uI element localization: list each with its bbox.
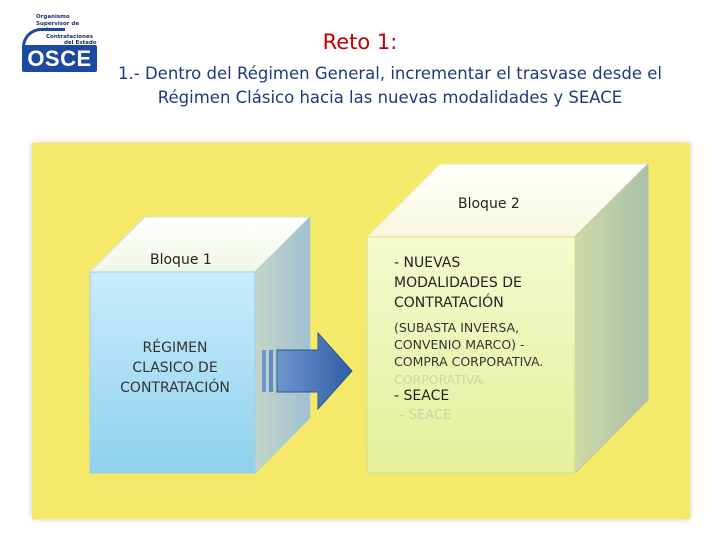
slide-title: Reto 1: [322, 30, 398, 54]
block2-item1: - NUEVAS MODALIDADES DE CONTRATACIÓN [394, 253, 574, 313]
block2-detail-line1: (SUBASTA INVERSA, [394, 320, 520, 335]
slide-subtitle: 1.- Dentro del Régimen General, incremen… [100, 62, 680, 110]
block2-item2: - SEACE [394, 388, 450, 404]
block2-item1-line3: CONTRATACIÓN [394, 295, 504, 311]
logo-org-line3: del Estado [64, 40, 97, 46]
block2-detail: (SUBASTA INVERSA, CONVENIO MARCO) - COMP… [394, 319, 574, 370]
block1-body: RÉGIMEN CLASICO DE CONTRATACIÓN [104, 338, 246, 398]
block1-line1: RÉGIMEN [142, 340, 208, 356]
subtitle-line2: Régimen Clásico hacia las nuevas modalid… [157, 88, 623, 107]
right-arrow-icon [262, 331, 353, 411]
logo-org-line1: Organismo Supervisor de [36, 14, 80, 27]
logo-arc-icon [22, 28, 65, 47]
block2-item1-line1: - NUEVAS [394, 255, 461, 271]
block2-reflection1: CORPORATIVA. [394, 372, 486, 387]
logo-acronym: OSCE [22, 45, 97, 72]
block2-label: Bloque 2 [458, 196, 520, 212]
block1-label: Bloque 1 [150, 252, 212, 268]
block1-line2: CLASICO DE [132, 360, 218, 376]
block2-item1-line2: MODALIDADES DE [394, 275, 522, 291]
osce-logo: Organismo Supervisor de las Contratacion… [22, 14, 98, 72]
block1-line3: CONTRATACIÓN [120, 380, 230, 396]
block1-cube [88, 215, 312, 475]
block2-detail-line3: COMPRA CORPORATIVA. [394, 354, 544, 369]
block2-cube [365, 162, 650, 475]
block2-reflection2: - SEACE [400, 408, 452, 423]
block2-detail-line2: CONVENIO MARCO) - [394, 337, 525, 352]
subtitle-line1: 1.- Dentro del Régimen General, incremen… [118, 64, 662, 83]
